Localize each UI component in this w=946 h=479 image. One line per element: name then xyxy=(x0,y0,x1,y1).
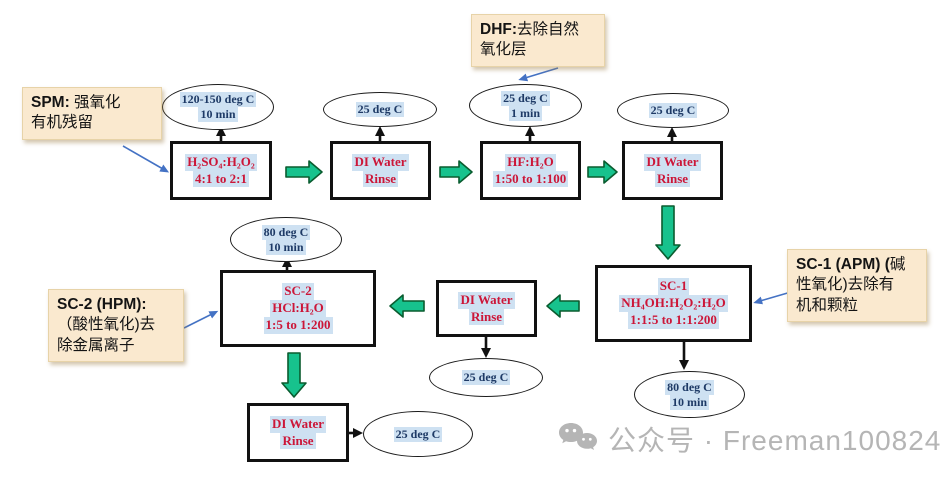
process-line: 4:1 to 2:1 xyxy=(193,170,249,188)
callout-line: 除金属离子 xyxy=(57,336,135,354)
process-line: 1:50 to 1:100 xyxy=(492,170,569,188)
process-line: 1:1:5 to 1:1:200 xyxy=(628,311,719,329)
callout-line: （酸性氧化)去 xyxy=(57,316,156,334)
condition-ellipse-sc1: 80 deg C 10 min xyxy=(634,371,745,418)
callout-line: 机和颗粒 xyxy=(796,296,859,314)
callout-spm: SPM: 强氧化 有机残留 xyxy=(22,87,162,140)
condition-ellipse-spm: 120-150 deg C 10 min xyxy=(162,84,274,130)
wechat-icon xyxy=(559,423,597,450)
process-box-hf: HF:H₂O 1:50 to 1:100 xyxy=(480,141,581,200)
callout-text: 强氧化 xyxy=(69,94,121,111)
process-box-sc2: SC-2 HCl:H₂O 1:5 to 1:200 xyxy=(220,270,376,347)
condition-ellipse-hf: 25 deg C 1 min xyxy=(469,84,582,127)
condition-line: 80 deg C xyxy=(665,379,714,395)
callout-label: DHF: xyxy=(480,21,518,38)
condition-ellipse-rinse3: 25 deg C xyxy=(429,358,543,397)
flow-arrow-rinse3-to-sc2 xyxy=(389,294,425,318)
process-box-spm: H₂SO₄:H₂O₂ 4:1 to 2:1 xyxy=(170,141,272,200)
callout-line: 有机残留 xyxy=(31,114,94,132)
process-box-rinse3: DI Water Rinse xyxy=(436,280,537,337)
callout-line: DHF:去除自然 xyxy=(480,20,596,40)
condition-line: 10 min xyxy=(266,239,306,255)
condition-ellipse-sc2: 80 deg C 10 min xyxy=(230,217,342,262)
process-line: DI Water xyxy=(352,153,409,171)
callout-sc1-apm: SC-1 (APM) (碱 性氧化)去除有 机和颗粒 xyxy=(787,249,927,323)
process-line: 1:5 to 1:200 xyxy=(263,316,333,334)
condition-line: 25 deg C xyxy=(461,370,511,385)
process-box-rinse4: DI Water Rinse xyxy=(247,403,349,462)
condition-line: 25 deg C xyxy=(501,90,550,106)
process-line: DI Water xyxy=(269,415,327,433)
condition-line: 1 min xyxy=(508,105,542,121)
callout-dhf: DHF:去除自然 氧化层 xyxy=(471,14,605,67)
callout-line: 氧化层 xyxy=(480,41,527,59)
watermark: 公众号 · Freeman100824 xyxy=(558,419,941,459)
process-line: DI Water xyxy=(458,291,515,309)
process-box-rinse1: DI Water Rinse xyxy=(330,141,431,200)
process-line: HF:H₂O xyxy=(505,153,556,171)
watermark-text: 公众号 · Freeman100824 xyxy=(608,425,942,456)
callout-text: 去除自然 xyxy=(517,21,580,38)
process-line: NH₄OH:H₂O₂:H₂O xyxy=(619,295,728,312)
callout-line: SC-1 (APM) (碱 xyxy=(796,255,918,275)
process-line: SC-2 xyxy=(282,283,314,301)
callout-text: 碱 xyxy=(889,256,906,273)
callout-line: SC-2 (HPM): xyxy=(57,296,147,313)
callout-line: 性氧化)去除有 xyxy=(796,276,895,294)
process-box-rinse2: DI Water Rinse xyxy=(622,141,723,200)
condition-line: 80 deg C xyxy=(261,224,311,240)
flow-arrow-hf-to-rinse2 xyxy=(587,160,618,184)
process-line: HCl:H₂O xyxy=(270,300,326,317)
condition-ellipse-rinse1: 25 deg C xyxy=(323,92,437,127)
process-line: Rinse xyxy=(362,170,399,188)
condition-line: 10 min xyxy=(669,394,709,410)
flow-arrow-sc1-to-rinse3 xyxy=(546,294,580,318)
flow-arrow-rinse1-to-hf xyxy=(439,160,473,184)
process-line: H₂SO₄:H₂O₂ xyxy=(185,153,257,171)
process-box-sc1: SC-1 NH₄OH:H₂O₂:H₂O 1:1:5 to 1:1:200 xyxy=(595,265,752,342)
process-line: DI Water xyxy=(644,153,701,171)
callout-label: SPM: xyxy=(31,94,70,111)
condition-line: 120-150 deg C xyxy=(179,92,257,107)
condition-ellipse-rinse2: 25 deg C xyxy=(617,93,729,128)
flow-arrow-sc2-to-rinse4 xyxy=(281,352,307,398)
callout-label: SC-1 (APM) ( xyxy=(796,256,890,273)
process-line: Rinse xyxy=(654,170,691,188)
flow-arrow-rinse2-to-sc1 xyxy=(655,205,681,260)
condition-line: 25 deg C xyxy=(355,102,405,117)
condition-line: 10 min xyxy=(198,107,238,122)
condition-line: 25 deg C xyxy=(393,426,443,442)
callout-sc2-hpm: SC-2 (HPM): （酸性氧化)去 除金属离子 xyxy=(48,289,184,363)
process-line: Rinse xyxy=(468,308,505,326)
condition-ellipse-rinse4: 25 deg C xyxy=(363,411,473,457)
callout-line: SPM: 强氧化 xyxy=(31,93,153,113)
condition-line: 25 deg C xyxy=(648,103,698,118)
process-line: SC-1 xyxy=(657,278,690,296)
process-line: Rinse xyxy=(280,432,316,450)
flow-arrow-spm-to-rinse1 xyxy=(285,160,323,184)
